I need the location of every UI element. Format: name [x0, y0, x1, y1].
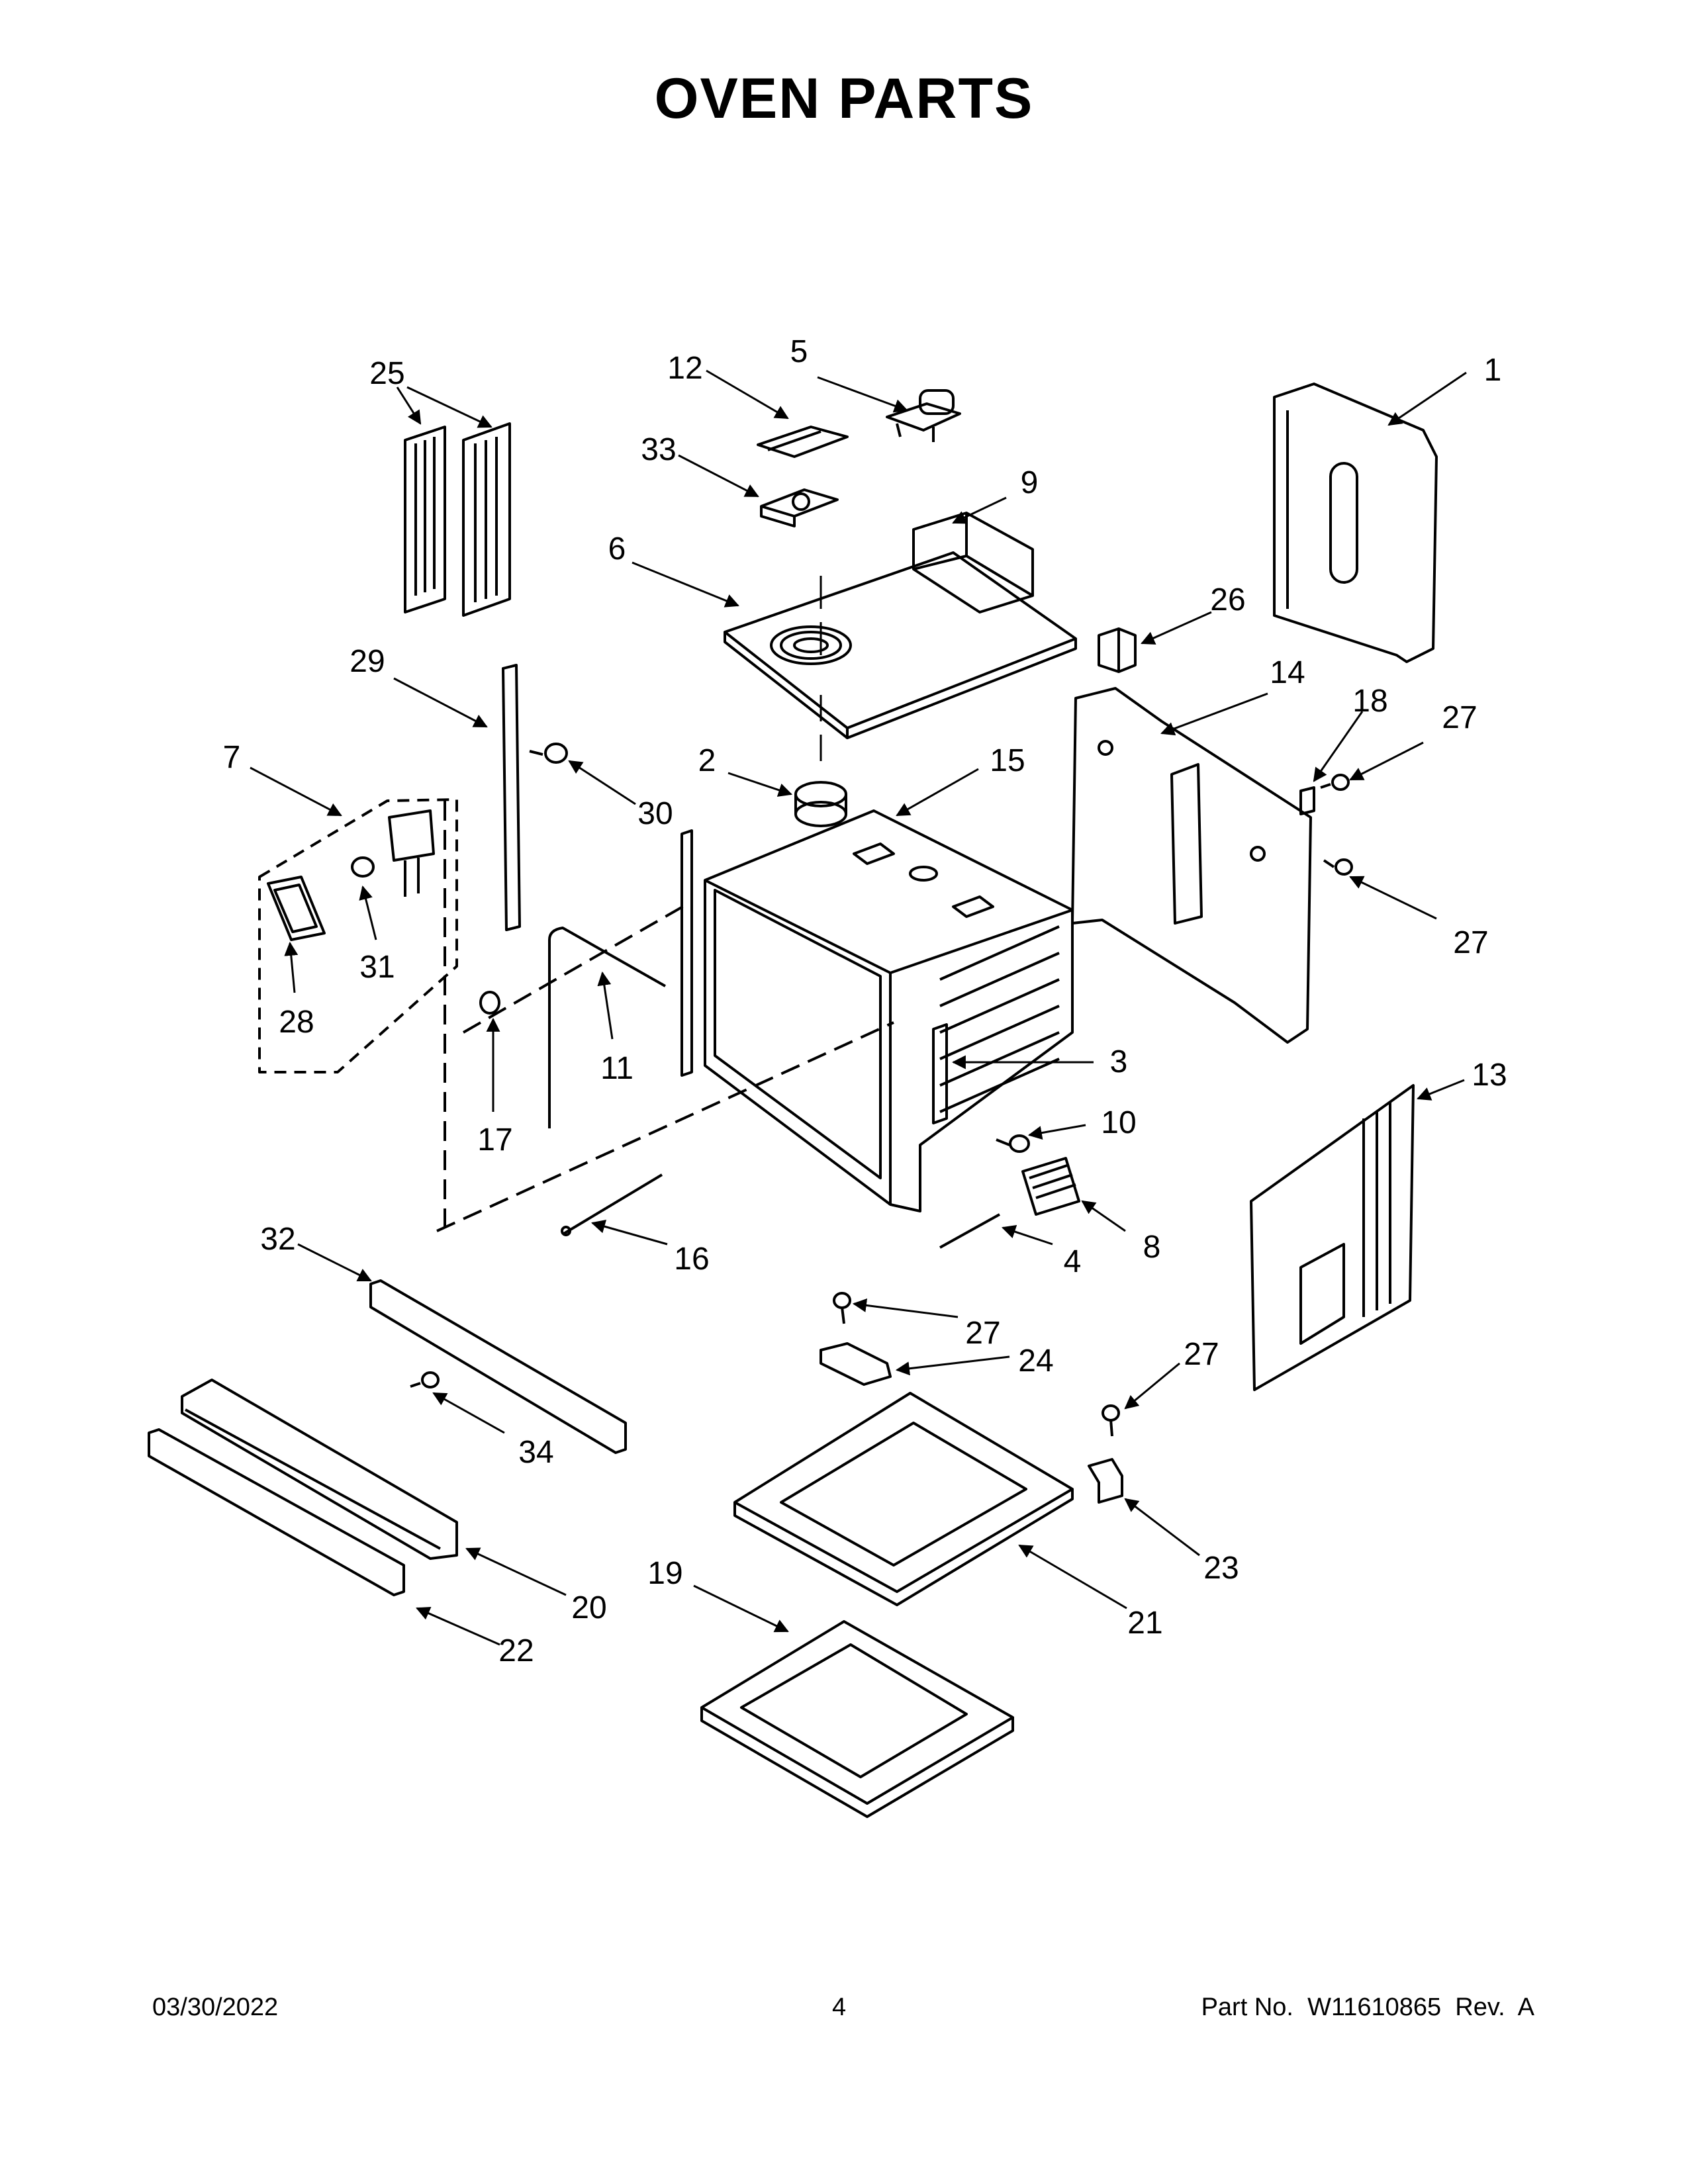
callout-16: 16 — [674, 1242, 709, 1277]
part-10-bolt — [996, 1134, 1030, 1153]
part-2-fan — [794, 781, 847, 827]
footer-page-number: 4 — [832, 1993, 847, 2021]
callout-27-top: 27 — [1442, 700, 1477, 735]
callout-17: 17 — [477, 1122, 512, 1158]
part-27-screw-c — [833, 1292, 851, 1324]
footer-part-number: Part No. W11610865 Rev. A — [1201, 1993, 1534, 2021]
part-29-gasket-strip — [502, 664, 521, 931]
callout-6: 6 — [608, 531, 626, 567]
callout-2: 2 — [698, 743, 716, 778]
part-27-screw-b — [1323, 858, 1353, 876]
callout-8: 8 — [1143, 1230, 1161, 1265]
part-30-screw — [529, 743, 568, 764]
callout-33: 33 — [641, 432, 676, 467]
callout-3: 3 — [1110, 1044, 1128, 1079]
callout-1: 1 — [1484, 353, 1502, 388]
part-5-motor — [886, 389, 961, 442]
callout-25: 25 — [369, 356, 404, 391]
callout-4: 4 — [1064, 1244, 1082, 1279]
callout-30: 30 — [637, 796, 673, 831]
part-25-side-vents — [404, 422, 511, 617]
page-title: OVEN PARTS — [654, 67, 1034, 130]
part-4-wire — [939, 1213, 1000, 1249]
part-6-top-panel — [724, 551, 1077, 739]
callout-24: 24 — [1018, 1343, 1053, 1379]
callout-29: 29 — [350, 644, 385, 679]
part-31-bulb — [351, 856, 375, 878]
callout-18: 18 — [1352, 684, 1387, 719]
part-26-clip — [1098, 627, 1137, 673]
part-17-plug — [479, 991, 500, 1015]
callout-34: 34 — [518, 1435, 553, 1470]
part-27-screw-d — [1102, 1404, 1120, 1437]
callout-27-right: 27 — [1453, 925, 1488, 960]
part-23-bracket — [1088, 1458, 1123, 1504]
part-27-screw-a — [1320, 774, 1350, 791]
callout-27-mid: 27 — [965, 1316, 1000, 1351]
part-3-sensor — [932, 1023, 948, 1124]
part-19-bottom-panel — [700, 1620, 1014, 1818]
callout-labels: 1 12 5 33 9 6 25 26 14 18 27 27 29 30 2 … — [223, 334, 1507, 1668]
part-20-vent-trim — [181, 1379, 458, 1560]
part-32-front-rail — [369, 1279, 627, 1454]
part-18-clip — [1299, 786, 1315, 815]
part-12-cover — [757, 426, 849, 458]
callout-22: 22 — [498, 1633, 534, 1668]
callout-28: 28 — [279, 1005, 314, 1040]
callout-10: 10 — [1101, 1105, 1136, 1140]
footer-date: 03/30/2022 — [152, 1993, 279, 2021]
callout-9: 9 — [1021, 465, 1039, 500]
part-22-trim — [148, 1428, 405, 1596]
callout-26: 26 — [1210, 582, 1245, 617]
callout-15: 15 — [990, 743, 1025, 778]
part-8-vent-grille — [1021, 1157, 1080, 1216]
part-11-gasket — [548, 927, 666, 1128]
part-16-probe — [561, 1173, 663, 1236]
callout-23: 23 — [1203, 1551, 1239, 1586]
callout-14: 14 — [1270, 655, 1305, 690]
part-33-fan-bracket — [760, 488, 839, 527]
part-14-rear-panel — [1071, 687, 1312, 1044]
callout-12: 12 — [667, 351, 702, 386]
part-1-back-panel — [1273, 383, 1438, 663]
callout-5: 5 — [790, 334, 808, 369]
callout-13: 13 — [1472, 1058, 1507, 1093]
callout-19: 19 — [647, 1556, 682, 1591]
callout-31: 31 — [359, 950, 395, 985]
part-15-oven-cavity — [680, 809, 1074, 1212]
callout-11: 11 — [600, 1051, 633, 1086]
part-34-screw — [410, 1371, 440, 1388]
part-7-light-kit — [258, 798, 458, 1073]
callout-27-lower: 27 — [1184, 1337, 1219, 1372]
callout-32: 32 — [260, 1222, 295, 1257]
callout-20: 20 — [571, 1590, 606, 1625]
part-light-socket — [388, 809, 435, 897]
part-13-side-panel — [1250, 1084, 1415, 1391]
part-21-bottom-liner — [733, 1392, 1074, 1606]
callout-21: 21 — [1127, 1606, 1162, 1641]
part-28-light-lens — [267, 876, 326, 941]
callout-7: 7 — [223, 740, 241, 775]
part-24-bracket — [820, 1342, 892, 1386]
